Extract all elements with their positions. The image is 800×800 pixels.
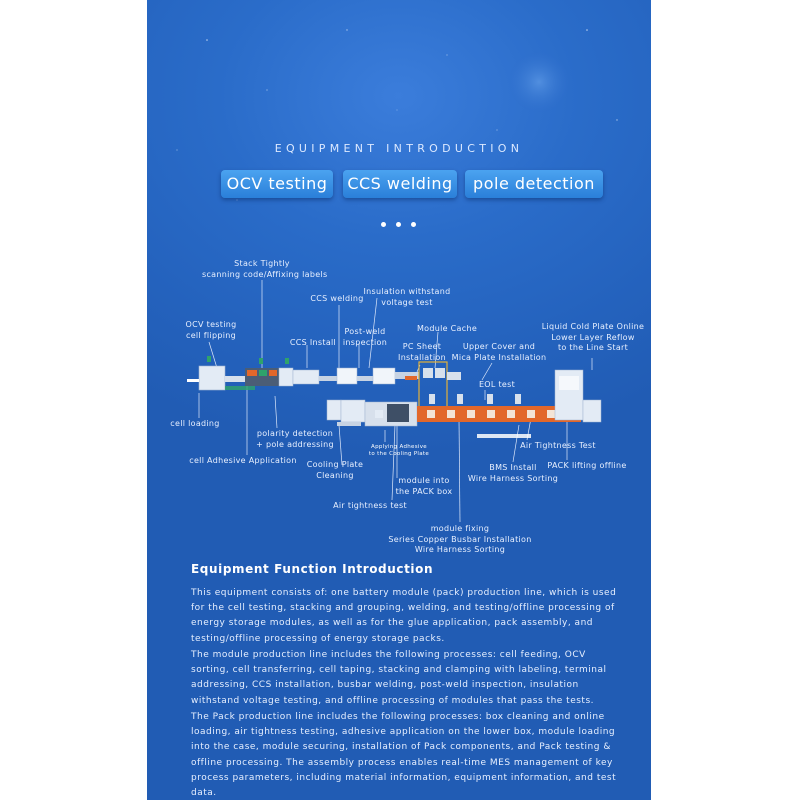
production-line-illustration [187,280,602,523]
tag-pole-detection: pole detection [465,170,603,198]
label-polarity-detection: polarity detection+ pole addressing [256,429,334,449]
label-ccs-welding: CCS welding [310,294,364,303]
tag-ccs-welding: CCS welding [343,170,457,198]
intro-paragraph: The module production line includes the … [191,650,607,706]
intro-paragraph: This equipment consists of: one battery … [191,588,617,644]
tag-ocv-testing: OCV testing [221,170,333,198]
planet-shape [509,52,569,112]
function-introduction-title: Equipment Function Introduction [191,562,434,576]
carousel-dots[interactable] [379,222,419,230]
label-air-tightness-test-right: Air Tightness Test [520,441,596,450]
module-line-upper [187,356,461,421]
label-cell-loading: cell loading [170,419,220,428]
pack-line-lower [326,369,602,438]
label-air-tightness-test-left: Air tightness test [333,501,407,510]
label-pack-lifting: PACK lifting offline [547,461,627,470]
carousel-dot[interactable] [396,222,401,227]
carousel-dot[interactable] [381,222,386,227]
equipment-introduction-title: EQUIPMENT INTRODUCTION [274,142,524,155]
intro-paragraph: The Pack production line includes the fo… [191,712,617,799]
label-eol-test: EOL test [478,380,516,389]
label-ccs-install: CCS Install [289,338,337,347]
callout-lines [198,280,593,523]
space-background [176,29,618,201]
intro-panel: EQUIPMENT INTRODUCTION OCV testing CCS w… [147,0,651,800]
label-cell-adhesive: cell Adhesive Application [189,456,297,465]
carousel-dot[interactable] [411,222,416,227]
label-module-cache: Module Cache [416,324,478,333]
